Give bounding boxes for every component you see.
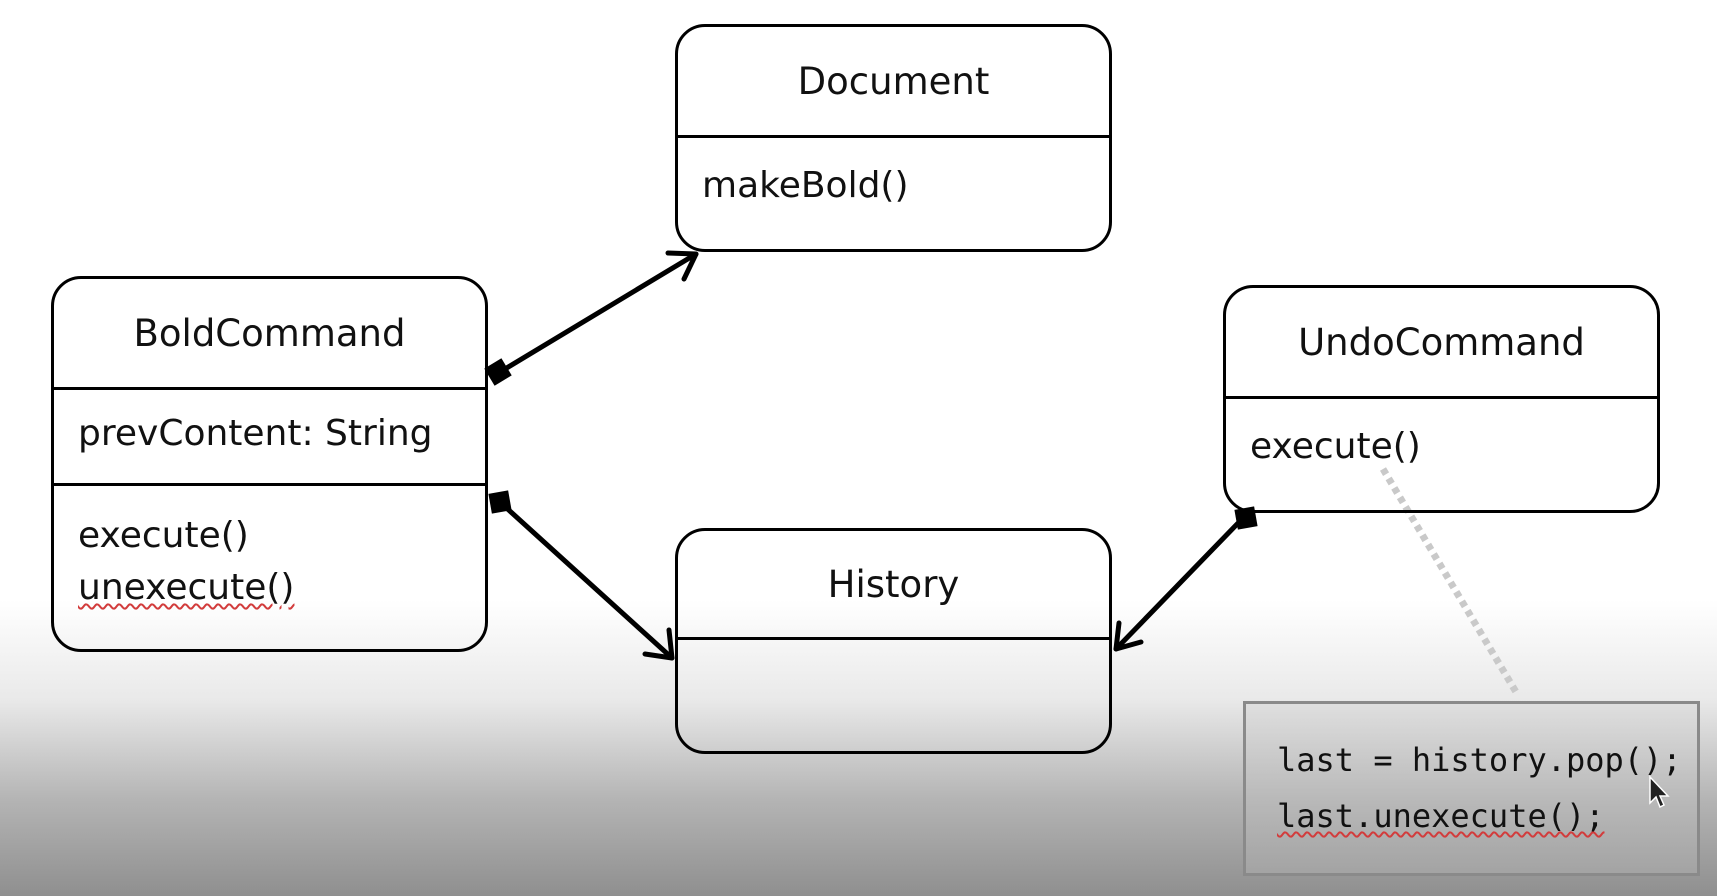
composition-diamond-history (488, 490, 512, 514)
class-document-method: makeBold() (678, 135, 1109, 249)
class-bold-command[interactable]: BoldCommand prevContent: String execute(… (51, 276, 488, 652)
class-history-body (678, 637, 1109, 751)
composition-diamond-document (484, 358, 512, 386)
code-note-line-1: last = history.pop(); (1277, 741, 1682, 779)
mouse-cursor-icon (1649, 775, 1670, 809)
class-undo-command[interactable]: UndoCommand execute() (1223, 285, 1660, 513)
code-note-line-2-text: last.unexecute(); (1277, 797, 1605, 835)
arrowhead-history-left (642, 627, 675, 661)
code-note-line-2: last.unexecute(); (1277, 788, 1697, 844)
class-bold-command-attribute: prevContent: String (54, 387, 485, 483)
class-history-name: History (827, 562, 960, 606)
unexecute-text: unexecute() (78, 567, 295, 608)
class-document[interactable]: Document makeBold() (675, 24, 1112, 252)
arrowhead-document (665, 250, 699, 282)
link-undo-to-history (1113, 515, 1246, 652)
code-note[interactable]: last = history.pop(); last.unexecute(); (1243, 701, 1700, 876)
link-bold-to-document (497, 251, 699, 375)
class-bold-command-method-execute: execute() (78, 515, 249, 556)
class-bold-command-name: BoldCommand (133, 311, 406, 355)
class-document-name: Document (797, 59, 990, 103)
class-bold-command-method-unexecute: unexecute() (54, 562, 485, 614)
arrowhead-history-right (1113, 620, 1144, 652)
class-bold-command-methods: execute() unexecute() (54, 483, 485, 649)
class-history[interactable]: History (675, 528, 1112, 754)
class-undo-command-name: UndoCommand (1298, 320, 1585, 364)
class-undo-command-method: execute() (1226, 396, 1657, 510)
link-bold-to-history (498, 500, 675, 661)
